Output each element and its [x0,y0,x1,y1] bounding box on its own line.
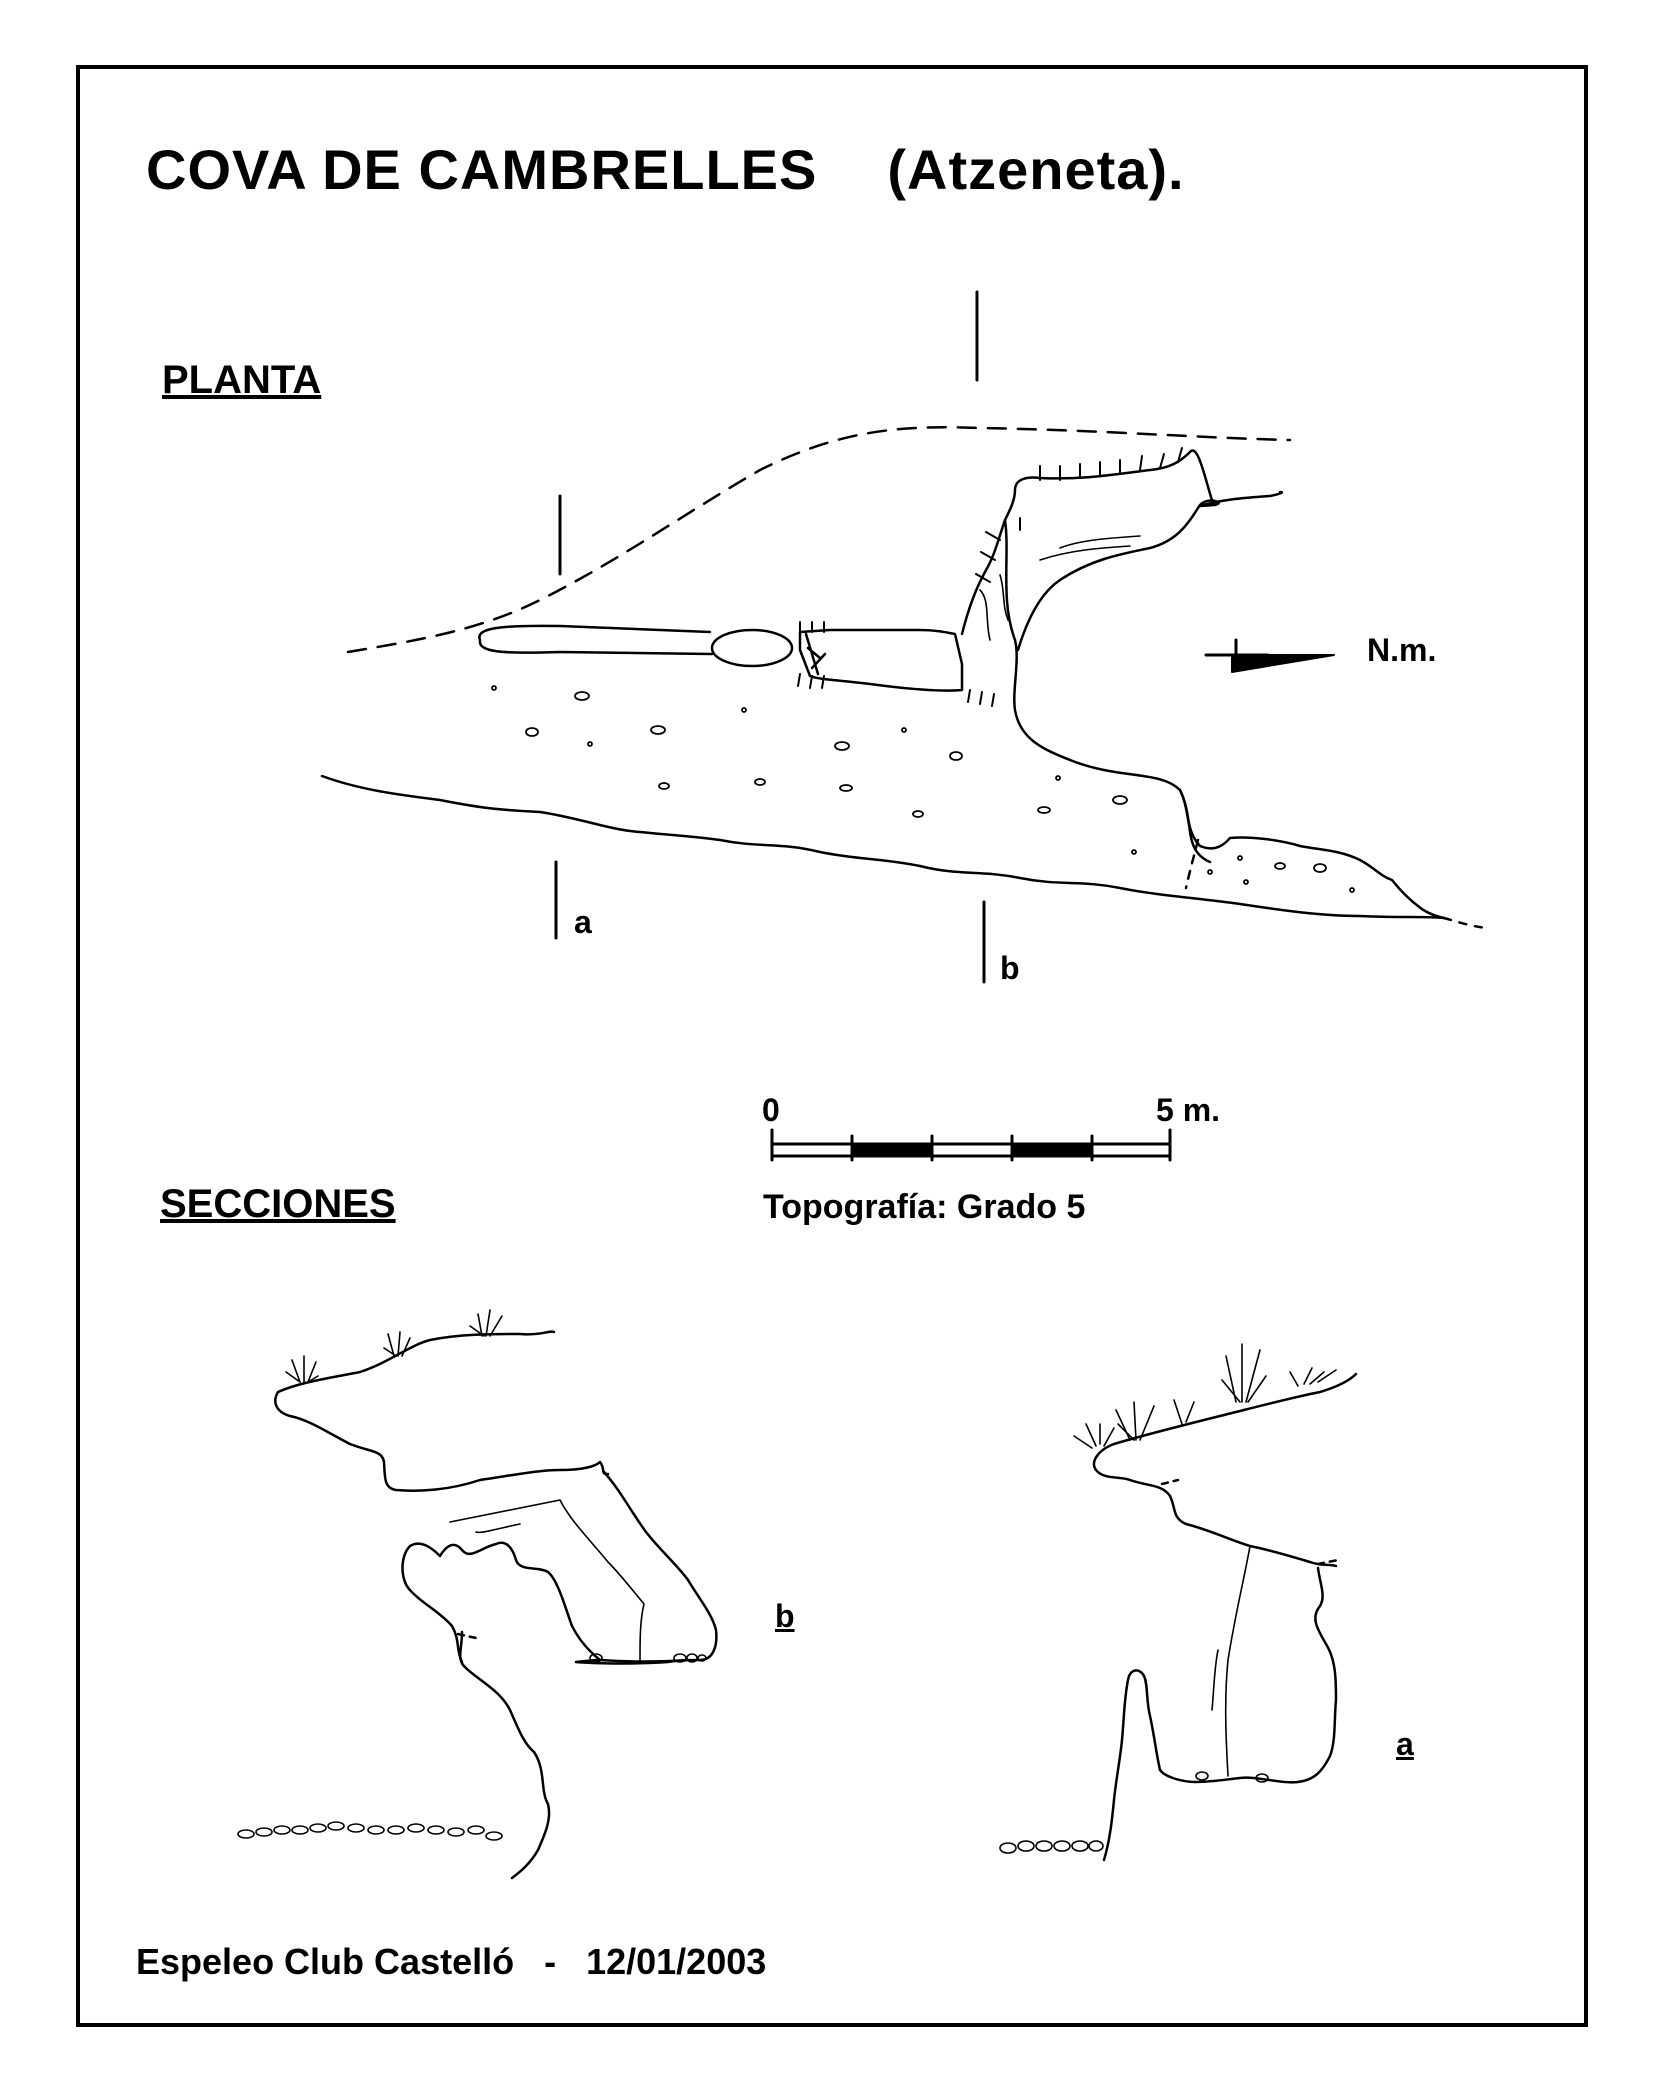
section-a-left-pillar [1102,1669,1162,1862]
section-b-lower-shaft [459,1630,551,1880]
section-b-label: b [775,1598,795,1634]
survey-grade: Topografía: Grado 5 [763,1188,1086,1226]
section-a-label: a [1396,1726,1414,1762]
section-b-inner-lines [449,1499,645,1661]
section-a-surface [1112,1372,1358,1446]
section-b-left-pocket [401,1541,602,1664]
scale-start-label: 0 [762,1092,780,1128]
plan-floor-debris [491,685,1355,893]
section-a-drawing [999,1343,1358,1862]
scale-bar-icon [770,1128,1172,1162]
survey-date: 12/01/2003 [586,1941,767,1982]
grass-tuft-icon [285,1309,503,1383]
plan-upper-chamber-wall [960,518,1212,864]
plan-ceiling-hatch [975,447,1183,583]
plan-inner-dashed-boundary [1184,838,1200,890]
section-b-drawing [237,1309,718,1880]
plan-chamber-small [710,628,794,668]
plan-narrowing-lines [804,632,827,676]
plan-surface-dashed-line [346,426,1292,654]
section-a-overhang [1092,1442,1338,1568]
section-b-right-wall [574,1470,718,1665]
plan-heading: PLANTA [162,358,322,402]
section-a-inner-lines [1211,1545,1251,1777]
plan-passage-continuation [1442,916,1488,930]
section-a-grass-tufts [1073,1343,1337,1449]
rubble-icon [589,1653,707,1663]
page-title: COVA DE CAMBRELLES(Atzeneta). [146,142,1185,198]
section-a-rubble-base [999,1840,1104,1854]
cave-location: (Atzeneta). [887,138,1185,201]
north-label: N.m. [1367,632,1437,668]
section-b-surface [276,1330,556,1394]
section-b-rubble-base [237,1821,503,1841]
plan-lower-chamber-right [1178,788,1446,920]
plan-section-b-label: b [1000,950,1020,986]
north-arrow-icon [1204,638,1335,673]
section-a-pebbles [1195,1771,1269,1783]
scale-end-label: 5 m. [1156,1092,1221,1128]
plan-section-a-label: a [574,904,592,940]
plan-upper-right-wall [1016,499,1220,652]
club-name: Espeleo Club Castelló [136,1941,515,1982]
section-a-right-wall [1158,1566,1338,1784]
section-a-gap-mark [1160,1478,1340,1566]
plan-neck-hatch [797,621,995,707]
section-b-overhang [274,1390,610,1492]
section-b-floor [598,1658,690,1663]
drawing-frame [76,65,1588,2027]
section-b-gap-mark [456,1632,478,1640]
plan-upper-chamber-ceiling [1003,449,1284,522]
plan-narrow-passage [478,624,714,656]
plan-view [320,290,1488,984]
plan-chamber-mid [798,628,964,692]
plan-lower-wall [320,774,1446,920]
footer-separator: - [544,1941,557,1982]
cave-name: COVA DE CAMBRELLES [146,138,818,201]
footer-credit: Espeleo Club Castelló-12/01/2003 [136,1944,766,1980]
sections-heading: SECCIONES [160,1182,396,1226]
plan-upper-chamber-detail [979,535,1141,641]
